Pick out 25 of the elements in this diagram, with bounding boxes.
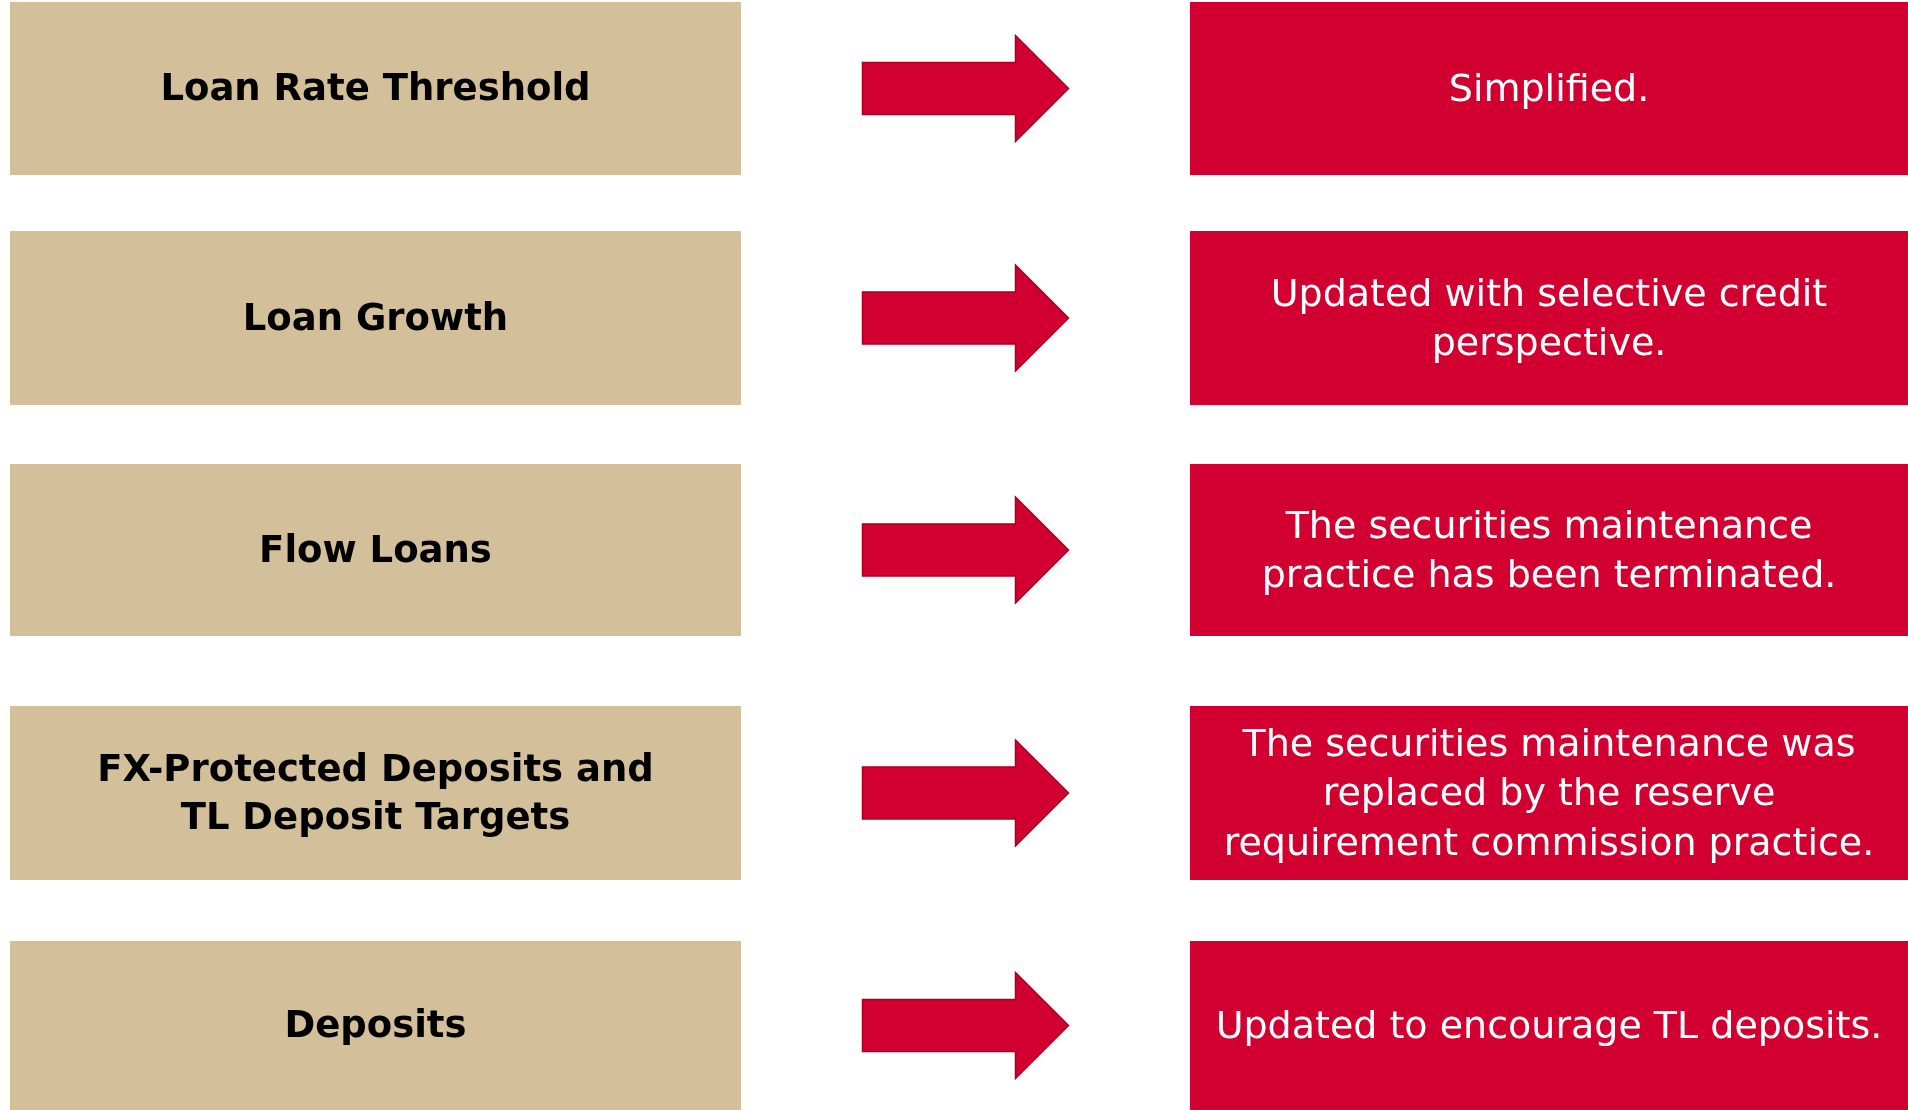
topic-label: Deposits (284, 1002, 467, 1049)
topic-box (10, 2, 741, 175)
topic-box (10, 231, 741, 405)
change-box (1190, 706, 1908, 880)
topic-label: Flow Loans (259, 526, 492, 573)
change-text: The securities maintenance practice has been terminated. (1260, 501, 1838, 598)
change-text: Simplified. (1448, 64, 1650, 112)
change-text: The securities maintenance was replaced by the reserve requirement commission practice. (1222, 719, 1876, 866)
topic-label: FX-Protected Deposits and TL Deposit Targets (96, 745, 655, 840)
topic-box (10, 706, 741, 880)
change-text: Updated to encourage TL deposits. (1215, 1001, 1883, 1049)
block-arrow (861, 33, 1070, 144)
topic-box (10, 941, 741, 1110)
block-arrow (861, 263, 1070, 373)
change-box (1190, 464, 1908, 636)
change-box (1190, 941, 1908, 1110)
change-box (1190, 231, 1908, 405)
change-box (1190, 2, 1908, 175)
block-arrow (861, 495, 1070, 605)
block-arrow (861, 970, 1070, 1081)
topic-label: Loan Growth (242, 294, 509, 341)
change-text: Updated with selective credit perspective. (1269, 269, 1829, 366)
topic-label: Loan Rate Threshold (160, 65, 591, 112)
block-arrow (861, 738, 1070, 848)
topic-box (10, 464, 741, 636)
